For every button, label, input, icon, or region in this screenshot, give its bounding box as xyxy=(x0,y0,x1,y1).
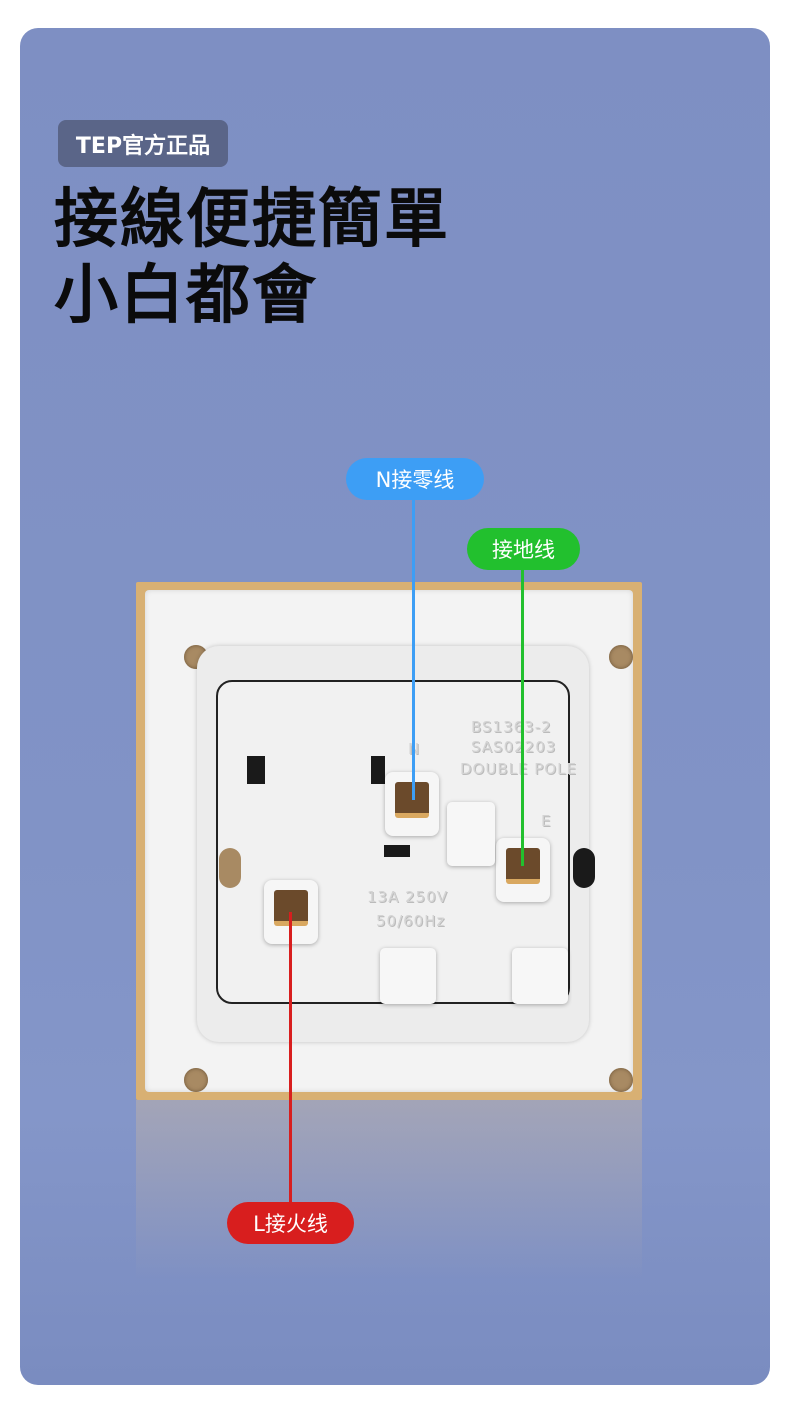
screw-hole-icon xyxy=(609,1068,633,1092)
live-label: L接火线 xyxy=(227,1202,354,1244)
official-badge: TEP官方正品 xyxy=(58,120,228,167)
marking-freq: 50/60Hz xyxy=(376,912,446,930)
socket-reflection xyxy=(136,1100,642,1280)
neutral-label: N接零线 xyxy=(346,458,484,500)
earth-label: 接地线 xyxy=(467,528,580,570)
live-wire-line xyxy=(289,912,292,1208)
socket-block xyxy=(380,948,436,1004)
neutral-wire-line xyxy=(412,498,415,800)
screw-hole-icon xyxy=(184,1068,208,1092)
slot xyxy=(371,756,385,784)
slot xyxy=(384,845,410,857)
marking-rating: 13A 250V xyxy=(367,888,449,906)
marking-cert: SAS02203 xyxy=(471,738,557,756)
marking-e: E xyxy=(541,812,552,830)
earth-wire-line xyxy=(521,568,524,866)
screw-hole-icon xyxy=(609,645,633,669)
side-hole xyxy=(219,848,241,888)
marking-pole: DOUBLE POLE xyxy=(460,760,577,778)
slot xyxy=(247,756,265,784)
socket-block xyxy=(512,948,568,1004)
side-hole xyxy=(573,848,595,888)
headline-line1: 接線便捷簡單 xyxy=(54,183,450,257)
marking-standard: BS1363-2 xyxy=(471,718,552,736)
neutral-terminal xyxy=(385,772,439,836)
socket-block xyxy=(447,802,495,866)
headline-line2: 小白都會 xyxy=(54,259,318,333)
